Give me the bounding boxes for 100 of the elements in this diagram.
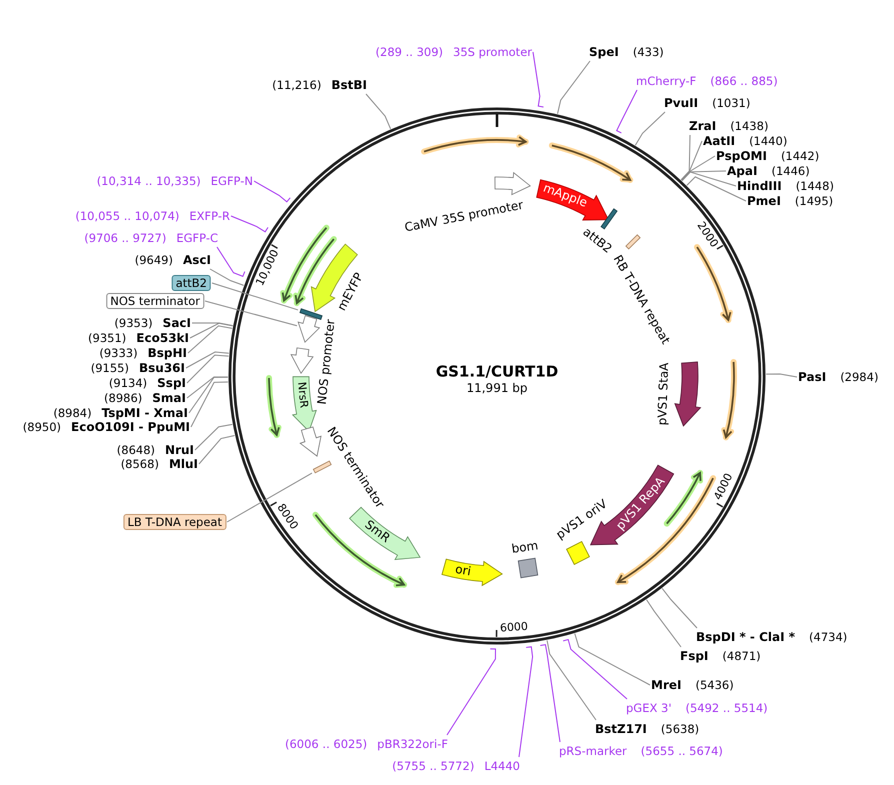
enzyme-name: TspMI - XmaI bbox=[102, 405, 188, 421]
leader-line bbox=[646, 599, 682, 648]
leader-line bbox=[216, 246, 246, 278]
enzyme-coordinate: (9134) bbox=[108, 375, 148, 391]
enzyme-coordinate: (9649) bbox=[134, 252, 173, 268]
leader-line bbox=[540, 644, 560, 742]
feature-label: NrsR bbox=[294, 381, 310, 408]
enzyme-name: BspDI * - ClaI * bbox=[696, 629, 796, 645]
enzyme-name: SspI bbox=[157, 375, 186, 391]
enzyme-name: Eco53kI bbox=[136, 330, 189, 346]
leader-line bbox=[546, 640, 596, 720]
primer-name: pRS-marker bbox=[559, 743, 627, 759]
enzyme-coordinate: (8568) bbox=[120, 456, 159, 472]
enzyme-name: BspHI bbox=[148, 345, 187, 361]
feature-label: NOS promoter bbox=[316, 318, 338, 406]
enzyme-coordinate: (1031) bbox=[712, 95, 750, 111]
enzyme-coordinate: (1495) bbox=[794, 193, 834, 209]
enzyme-name: PasI bbox=[798, 369, 826, 385]
plasmid-size: 11,991 bp bbox=[466, 382, 528, 396]
leader-line bbox=[210, 268, 244, 286]
primer-name: mCherry-F bbox=[636, 73, 696, 89]
enzyme-name: PvuII bbox=[664, 95, 698, 111]
enzyme-coordinate: (8950) bbox=[22, 419, 62, 435]
leader-line bbox=[194, 424, 233, 450]
plasmid-name: GS1.1/CURT1D bbox=[436, 363, 558, 381]
feature-label: pVS1 StaA bbox=[656, 362, 672, 426]
leader-line bbox=[190, 382, 229, 428]
enzyme-name: BstBI bbox=[331, 77, 367, 93]
callout-label: LB T-DNA repeat bbox=[123, 514, 226, 530]
enzyme-coordinate: (1442) bbox=[780, 148, 820, 164]
enzyme-name: AscI bbox=[182, 252, 211, 268]
enzyme-name: SmaI bbox=[152, 390, 186, 406]
enzyme-coordinate: (1438) bbox=[730, 118, 768, 134]
enzyme-coordinate: (8984) bbox=[53, 405, 92, 421]
enzyme-coordinate: (11,216) bbox=[272, 77, 322, 93]
leader-line bbox=[226, 472, 312, 522]
enzyme-coordinate: (1448) bbox=[796, 178, 834, 194]
enzyme-coordinate: (5436) bbox=[695, 677, 734, 693]
leader-line bbox=[186, 354, 230, 384]
leader-line bbox=[254, 180, 291, 202]
leader-line bbox=[188, 325, 233, 354]
feature-label: ori bbox=[454, 562, 472, 580]
feature-label: bom bbox=[510, 539, 540, 557]
enzyme-name: AatII bbox=[703, 133, 736, 149]
enzyme-name: ZraI bbox=[689, 118, 716, 134]
primer-coordinate: (289 .. 309) bbox=[376, 44, 444, 60]
leader-line bbox=[616, 90, 638, 134]
enzyme-coordinate: (9333) bbox=[99, 345, 138, 361]
enzyme-coordinate: (5638) bbox=[660, 721, 700, 737]
primer-coordinate: (6006 .. 6025) bbox=[285, 736, 368, 752]
leader-line bbox=[230, 216, 268, 232]
leader-line bbox=[204, 300, 298, 326]
leader-line bbox=[188, 376, 228, 414]
primer-coordinate: (10,314 .. 10,335) bbox=[96, 173, 201, 189]
enzyme-coordinate: (8986) bbox=[104, 390, 142, 406]
scale-label: 6000 bbox=[500, 621, 529, 636]
enzyme-coordinate: (9351) bbox=[88, 330, 126, 346]
leader-line bbox=[682, 172, 736, 186]
enzyme-name: NruI bbox=[165, 442, 194, 458]
enzyme-coordinate: (1446) bbox=[771, 163, 810, 179]
enzyme-coordinate: (8648) bbox=[116, 442, 156, 458]
leader-line bbox=[766, 373, 798, 378]
enzyme-name: MluI bbox=[168, 456, 198, 472]
enzyme-coordinate: (433) bbox=[632, 44, 664, 60]
feature-label: CaMV 35S promoter bbox=[404, 198, 524, 236]
enzyme-coordinate: (9155) bbox=[90, 360, 129, 376]
leader-line bbox=[634, 112, 666, 146]
primer-coordinate: (9706 .. 9727) bbox=[84, 230, 166, 246]
callout-label: attB2 bbox=[172, 275, 211, 291]
primer-coordinate: (5755 .. 5772) bbox=[392, 758, 474, 774]
primer-name: pBR322ori-F bbox=[377, 736, 448, 752]
leader-line bbox=[192, 322, 234, 326]
leader-line bbox=[186, 352, 230, 368]
enzyme-coordinate: (2984) bbox=[840, 369, 878, 385]
primer-coordinate: (5492 .. 5514) bbox=[686, 700, 768, 716]
primer-name: L4440 bbox=[484, 758, 520, 774]
leader-line bbox=[190, 322, 234, 338]
enzyme-name: ApaI bbox=[727, 163, 758, 179]
leader-line bbox=[366, 94, 392, 130]
leader-line bbox=[574, 633, 650, 686]
leader-line bbox=[681, 170, 726, 182]
primer-name: EGFP-N bbox=[210, 173, 253, 189]
primer-name: pGEX 3' bbox=[626, 700, 672, 716]
leader-line bbox=[662, 588, 698, 628]
leader-line bbox=[562, 638, 628, 700]
enzyme-name: MreI bbox=[651, 677, 682, 693]
leader-line bbox=[686, 176, 746, 202]
enzyme-coordinate: (9353) bbox=[114, 315, 153, 331]
leader-line bbox=[212, 282, 298, 310]
enzyme-name: Bsu36I bbox=[139, 360, 185, 376]
leader-line bbox=[186, 376, 228, 398]
primer-name: EGFP-C bbox=[176, 230, 218, 246]
leader-line bbox=[680, 140, 702, 180]
leader-line bbox=[680, 156, 716, 181]
enzyme-name: FspI bbox=[680, 648, 708, 664]
enzyme-name: BstZ17I bbox=[595, 721, 647, 737]
scale-label: 4000 bbox=[712, 472, 736, 503]
primer-name: EXFP-R bbox=[189, 208, 230, 224]
primer-coordinate: (866 .. 885) bbox=[710, 73, 778, 89]
callout-label: NOS terminator bbox=[106, 293, 204, 309]
